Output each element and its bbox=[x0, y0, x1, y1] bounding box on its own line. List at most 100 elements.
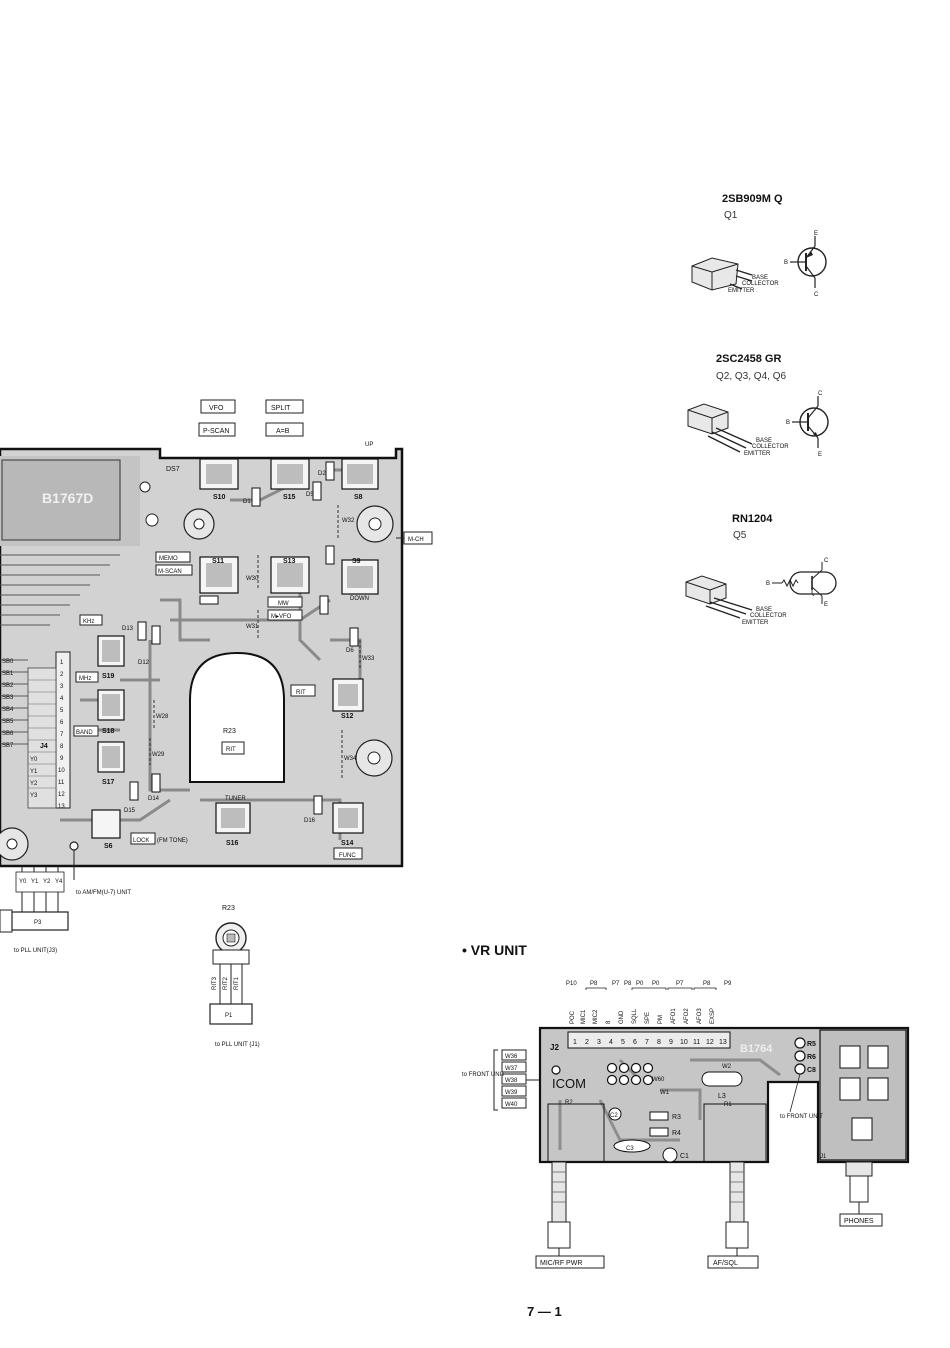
pin-signal: PM bbox=[658, 1015, 664, 1024]
switch-s19: S19 bbox=[102, 673, 115, 680]
top-ref: P0 bbox=[636, 981, 644, 987]
pin-signal: AFO1 bbox=[671, 1008, 677, 1024]
vr-top-refs: P10 P8 P7 P8 P0 P0 P7 P8 P9 bbox=[566, 981, 732, 987]
front-wire: W36 bbox=[505, 1054, 518, 1060]
mounting-holes bbox=[0, 481, 394, 861]
j4-pin: 7 bbox=[60, 732, 64, 738]
pin-number: 13 bbox=[719, 1039, 727, 1046]
switch-s12: S12 bbox=[341, 713, 354, 720]
front-wire: W39 bbox=[505, 1090, 518, 1096]
switch-unit-board: VFO SPLIT P-SCAN A=B UP B1767D DS7 bbox=[0, 399, 433, 880]
label-j4: J4 bbox=[40, 743, 48, 750]
part-c3: C3 bbox=[626, 1146, 634, 1152]
board-code: B1767D bbox=[42, 490, 93, 506]
diode-d2: D2 bbox=[318, 471, 326, 477]
part-w2: W2 bbox=[722, 1064, 732, 1070]
label-func: FUNC bbox=[339, 853, 356, 859]
front-wire: W40 bbox=[505, 1102, 518, 1108]
top-ref: P8 bbox=[624, 981, 632, 987]
label-up: UP bbox=[365, 442, 373, 448]
front-wire: W37 bbox=[505, 1066, 518, 1072]
pin-collector-label: COLLECTOR bbox=[750, 613, 787, 619]
diode-d13: D13 bbox=[122, 626, 134, 632]
transistor-part-number: 2SC2458 GR bbox=[716, 353, 781, 365]
part-c2: C2 bbox=[610, 1113, 618, 1119]
pin-emitter-label: EMITTER bbox=[742, 620, 769, 626]
label-m-scan: M-SCAN bbox=[158, 569, 182, 575]
switch-s11: S11 bbox=[212, 558, 224, 565]
label-to-am-fm-unit: to AM/FM(U-7) UNIT bbox=[76, 890, 131, 896]
part-c1: C1 bbox=[680, 1153, 689, 1160]
j4-signal: Y1 bbox=[30, 769, 38, 775]
diode-d12: D12 bbox=[138, 660, 150, 666]
j4-signal: SB6 bbox=[2, 731, 14, 737]
switch-s9: S9 bbox=[352, 558, 361, 565]
label-fm-tone: (FM TONE) bbox=[157, 838, 188, 844]
pin-number: 6 bbox=[633, 1039, 637, 1046]
wire-w31: W31 bbox=[246, 624, 259, 630]
part-r3: R3 bbox=[672, 1114, 681, 1121]
label-mhz: MHz bbox=[79, 676, 91, 682]
label-r23: R23 bbox=[223, 728, 236, 735]
vr-phones-jack-pads bbox=[839, 1045, 889, 1141]
wire-w28: W28 bbox=[156, 714, 169, 720]
pin-signal: 8 bbox=[606, 1020, 612, 1024]
switch-s6: S6 bbox=[104, 843, 113, 850]
diode-d6: D6 bbox=[346, 648, 354, 654]
transistor-refs: Q1 bbox=[724, 210, 738, 221]
pin-emitter-label: EMITTER bbox=[728, 288, 755, 294]
j4-pin: 4 bbox=[60, 696, 64, 702]
transistor-part-number: RN1204 bbox=[732, 513, 773, 525]
digital-transistor-symbol bbox=[772, 562, 837, 604]
pin-signal: SPE bbox=[645, 1012, 651, 1024]
part-r2: R2 bbox=[565, 1100, 573, 1106]
pin-signal: EXSP bbox=[710, 1008, 716, 1024]
transistor-part-number: 2SB909M Q bbox=[722, 193, 783, 205]
label-m-ch: M-CH bbox=[408, 537, 424, 543]
vr-unit-title: • VR UNIT bbox=[462, 942, 527, 958]
pin-number: 9 bbox=[669, 1039, 673, 1046]
j4-pin-numbers: 1 2 3 4 5 6 7 8 9 10 11 12 13 bbox=[58, 660, 65, 810]
diode-d15: D15 bbox=[124, 808, 136, 814]
vr-unit: • VR UNIT P10 P8 P7 P8 P0 P0 P7 P8 P9 PO… bbox=[462, 942, 910, 1269]
pin-number: 8 bbox=[657, 1039, 661, 1046]
j4-signal-labels: SB0 SB1 SB2 SB3 SB4 SB5 SB6 SB7 Y0 Y1 Y2… bbox=[2, 659, 38, 799]
npn-symbol bbox=[792, 396, 829, 448]
top-ref: P10 bbox=[566, 981, 577, 987]
vr-wire-pads bbox=[551, 1037, 806, 1086]
symbol-pin-b: B bbox=[784, 260, 788, 266]
label-j2: J2 bbox=[550, 1043, 559, 1052]
p3-wire-y4: Y4 bbox=[55, 879, 63, 885]
part-r4: R4 bbox=[672, 1130, 681, 1137]
pin-number: 1 bbox=[573, 1039, 577, 1046]
wire-w32: W32 bbox=[342, 518, 355, 524]
j4-signal: SB0 bbox=[2, 659, 14, 665]
pin-number: 7 bbox=[645, 1039, 649, 1046]
label-m-to-vfo: M▸VFO bbox=[271, 614, 292, 620]
vr-board-code: B1764 bbox=[740, 1043, 773, 1055]
j4-signal: SB7 bbox=[2, 743, 14, 749]
transistor-2sb909m: 2SB909M Q Q1 BASE COLLECTOR EMITTER B E … bbox=[691, 193, 827, 298]
transistor-rn1204: RN1204 Q5 BASE COLLECTOR EMITTER B C E bbox=[685, 513, 837, 626]
label-split: SPLIT bbox=[271, 405, 291, 412]
pin-signal: MIC1 bbox=[581, 1009, 587, 1024]
vr-parts bbox=[547, 1071, 767, 1163]
vr-pin-signals: POC MIC1 MIC2 8 GND SQLL SPE PM AFO1 AFO… bbox=[570, 1008, 716, 1024]
j4-pin: 9 bbox=[60, 756, 64, 762]
transistor-refs: Q2, Q3, Q4, Q6 bbox=[716, 371, 786, 382]
pin-collector-label: COLLECTOR bbox=[742, 281, 779, 287]
switch-s14: S14 bbox=[341, 840, 354, 847]
j4-signal: SB4 bbox=[2, 707, 14, 713]
front-wire: W38 bbox=[505, 1078, 518, 1084]
diode-d1: D1 bbox=[243, 499, 251, 505]
j4-pin: 3 bbox=[60, 684, 64, 690]
symbol-pin-b: B bbox=[786, 420, 790, 426]
j4-pin: 2 bbox=[60, 672, 64, 678]
transistor-refs: Q5 bbox=[733, 530, 747, 541]
j4-signal: SB3 bbox=[2, 695, 14, 701]
part-c8: C8 bbox=[807, 1067, 816, 1074]
label-band: BAND bbox=[76, 730, 93, 736]
j4-pin: 10 bbox=[58, 768, 65, 774]
label-vfo: VFO bbox=[209, 405, 224, 412]
pin-base-label: BASE bbox=[756, 438, 772, 444]
